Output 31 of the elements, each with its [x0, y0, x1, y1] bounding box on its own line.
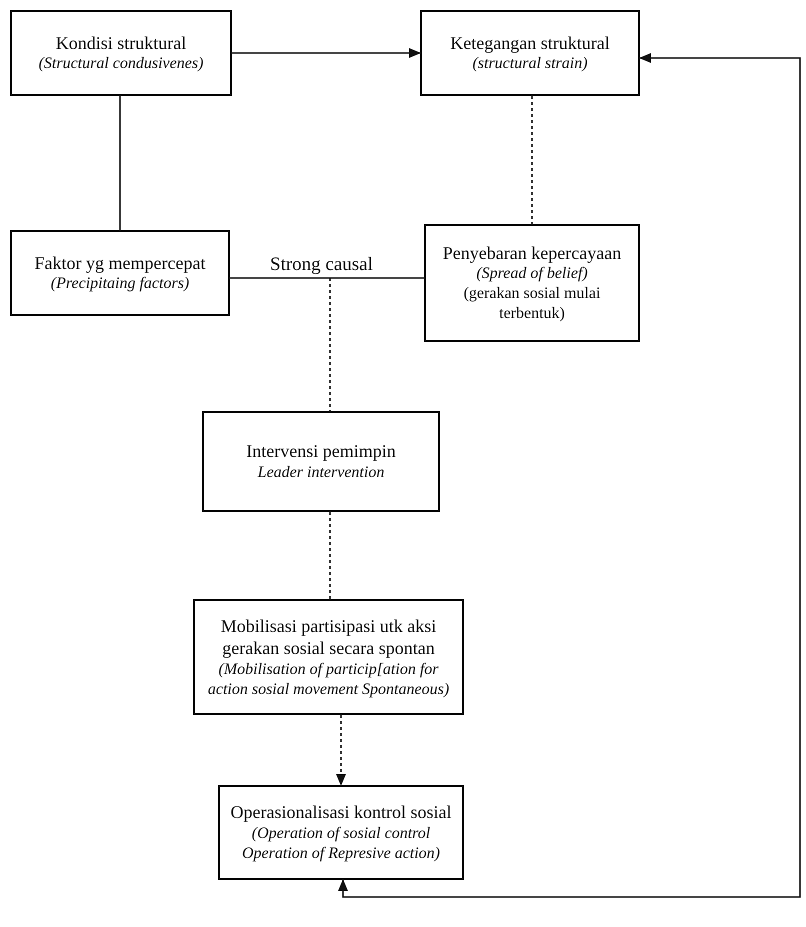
process-box [218, 785, 464, 880]
process-box [10, 230, 230, 316]
connector-line [531, 96, 533, 224]
box-subtitle: (Structural condusivenes) [38, 54, 204, 74]
process-box [424, 224, 640, 342]
box-subtitle: (Operation of sosial control Operation of Represive action) [240, 824, 442, 864]
process-box [10, 10, 232, 96]
box-title: Faktor yg mempercepat [34, 252, 206, 274]
connector-line [329, 512, 331, 599]
box-title: Intervensi pemimpin [246, 440, 396, 463]
edge-label: Strong causal [270, 254, 373, 276]
connector-line [119, 96, 121, 230]
box-title: Mobilisasi partisipasi utk aksi gerakan sosial secara spontan [220, 614, 438, 660]
box-subtitle: (Spread of belief) [476, 264, 588, 284]
arrow [232, 48, 421, 58]
arrow [336, 715, 346, 786]
box-title: Operasionalisasi kontrol sosial [230, 801, 452, 824]
box-subtitle: (structural strain) [472, 54, 588, 74]
box-subtitle: (Mobilisation of particip[ation for action sosial movement Spontaneous) [206, 660, 450, 700]
box-subtitle: Leader intervention [258, 462, 384, 483]
connector-line [230, 277, 424, 279]
connector-line [329, 278, 331, 411]
process-box [420, 10, 640, 96]
box-title: Kondisi struktural [56, 32, 186, 54]
box-subtitle: (gerakan sosial mulai terbentuk) [462, 284, 602, 324]
box-subtitle: (Precipitaing factors) [50, 274, 190, 294]
arrow [338, 53, 801, 898]
process-box [193, 599, 464, 715]
box-title: Ketegangan struktural [450, 32, 610, 54]
box-title: Penyebaran kepercayaan [442, 242, 622, 264]
process-box [202, 411, 440, 512]
